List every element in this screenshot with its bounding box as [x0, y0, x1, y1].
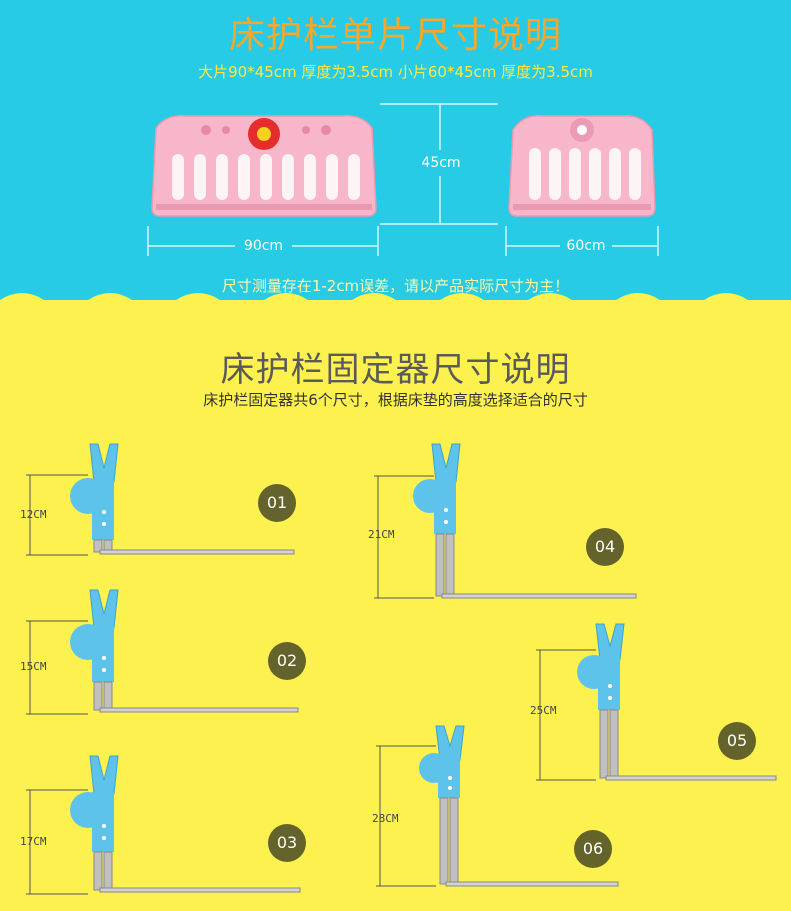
fixture-02-size: 15CM	[20, 660, 47, 673]
fixture-01-size: 12CM	[20, 508, 47, 521]
top-banner	[0, 0, 791, 320]
fixture-05-illustration	[536, 623, 777, 781]
fixture-subtitle: 床护栏固定器共6个尺寸，根据床垫的高度选择适合的尺寸	[203, 391, 588, 409]
fixture-title: 床护栏固定器尺寸说明	[220, 350, 571, 390]
fixture-04-badge: 04	[586, 528, 624, 566]
wave-divider	[0, 293, 791, 326]
height-label: 45cm	[421, 155, 461, 171]
fixture-06-illustration	[376, 725, 619, 887]
fixture-06-size: 28CM	[372, 812, 399, 825]
small-width-label: 60cm	[566, 238, 606, 254]
fixture-04-illustration	[374, 443, 637, 599]
bottom-banner	[0, 300, 791, 911]
fixture-01-illustration	[26, 443, 295, 556]
large-width-label: 90cm	[243, 238, 284, 254]
dimension-lines	[147, 103, 659, 256]
fixture-03-badge: 03	[268, 824, 306, 862]
fixture-04-size: 21CM	[368, 528, 395, 541]
measurement-note: 尺寸测量存在1-2cm误差，请以产品实际尺寸为主！	[221, 277, 570, 295]
fixture-01-badge: 01	[258, 484, 296, 522]
fixture-05-badge: 05	[718, 722, 756, 760]
large-rail-panel	[151, 115, 377, 217]
panel-size-subtitle: 大片90*45cm 厚度为3.5cm 小片60*45cm 厚度为3.5cm	[198, 63, 593, 81]
fixture-02-illustration	[26, 589, 299, 715]
fixture-03-illustration	[26, 755, 301, 895]
fixture-03-size: 17CM	[20, 835, 47, 848]
small-rail-panel	[508, 115, 656, 217]
fixture-02-badge: 02	[268, 642, 306, 680]
fixture-06-badge: 06	[574, 830, 612, 868]
fixture-05-size: 25CM	[530, 704, 557, 717]
page-title: 床护栏单片尺寸说明	[228, 15, 562, 56]
